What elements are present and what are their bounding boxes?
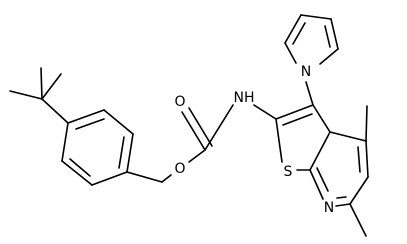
bonds [9,14,369,237]
bond-tbu-methyl-left [9,90,43,100]
bond-s-c2 [275,118,283,163]
bond-tbu-methyl-right [41,73,62,100]
bond-c5-c6 [349,176,369,205]
bond-benzene-1 [67,109,105,124]
bond-c3a-c4 [329,131,367,142]
bond-pyrrole-c4-c5-in [324,25,331,48]
bond-benzene-inner-c [69,158,91,177]
bond-benzene-inner-b [118,136,125,169]
bond-pyrrole-c3-c4 [300,14,332,20]
bond-c6-n [335,203,351,207]
bond-c4-c5-inner [357,146,361,173]
bond-n-c7a [309,169,324,200]
bond-c2-c3 [275,104,314,120]
bond-benzene-6 [61,122,69,162]
bond-benzene-5 [61,160,93,186]
bond-tbu-methyl-top [40,67,43,100]
bond-o-to-carbonyl [188,149,206,163]
bond-ring-to-ch2 [126,171,163,183]
bond-c6-methyl [349,203,367,237]
bond-n-c7a-inner [316,167,329,192]
bond-tbu-to-ring [41,98,69,124]
atom-label-n-pyridine: N [324,200,334,216]
bond-benzene-4 [91,171,128,186]
bond-c2-c3-inner [282,113,313,126]
bond-nh-to-c2 [253,104,277,120]
bond-benzene-3 [126,133,134,173]
bond-pyrrole-c4-c5 [330,18,339,50]
bond-c4-methyl [365,105,368,142]
bond-carbonyl-double-b [188,107,213,147]
atom-label-nh: NH [234,90,255,106]
bond-c6-n-inner [336,196,347,199]
atom-label-n-pyrrole: N [301,64,311,80]
bond-pyrrole-c2-c3 [284,14,302,44]
atom-label-o-carbonyl: O [174,94,185,110]
bond-c3-to-pyrrole-n [305,81,314,106]
bond-benzene-inner-a [75,118,105,130]
bond-pyrrole-c5-n [319,48,339,65]
bond-ch2-to-o [161,174,172,183]
atom-labels: O O NH N S N [174,64,334,216]
bond-pyrrole-n-c2 [284,42,297,64]
bond-c3-c3a [312,104,331,133]
atom-label-s: S [284,164,293,180]
bond-benzene-2 [103,109,134,135]
bond-c3a-c7a [309,131,331,171]
bond-c4-c5 [365,140,369,178]
bond-carbonyl-double-a [181,111,206,151]
bond-pyrrole-c2-c3-in [292,22,306,45]
atom-label-o-ester: O [174,161,185,177]
bond-carbonyl-to-nh [204,104,234,151]
